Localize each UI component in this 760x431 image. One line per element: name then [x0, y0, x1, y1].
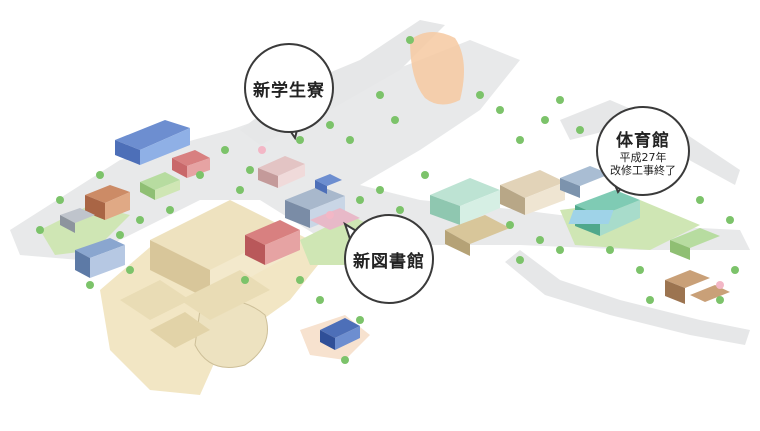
main-road: [10, 40, 750, 260]
building-red-left: [172, 150, 210, 178]
building-beige-right: [500, 170, 565, 215]
building-green-left: [140, 172, 180, 200]
cherry-trees: [258, 146, 724, 289]
building-arched-right: [445, 215, 510, 256]
building-teal-right: [430, 178, 500, 225]
gym-callout-note-line2: 改修工事終了: [610, 163, 676, 177]
building-brown-far-right: [665, 270, 730, 304]
building-red-center: [245, 220, 300, 265]
trees: [36, 36, 739, 364]
gym-callout-label: 体育館: [616, 130, 670, 151]
sandy-area: [410, 31, 464, 105]
lower-right-road: [505, 250, 750, 345]
library-callout[interactable]: 新図書館: [344, 214, 434, 304]
building-gray-left: [60, 208, 95, 233]
dormitory-callout[interactable]: 新学生寮: [244, 43, 334, 133]
building-green-far-right: [670, 228, 720, 260]
building-library: [285, 186, 360, 230]
dormitory-callout-label: 新学生寮: [253, 80, 325, 101]
building-blue-office: [115, 120, 190, 165]
building-dormitory: [258, 156, 305, 188]
building-brick-left: [85, 185, 130, 220]
building-blue-gray-right: [560, 166, 610, 198]
building-blue-small: [315, 174, 342, 194]
building-blue-lower: [320, 318, 360, 350]
gym-callout[interactable]: 体育館 平成27年 改修工事終了: [596, 106, 690, 196]
building-pool: [568, 210, 614, 224]
building-blue-lower-left: [75, 238, 125, 278]
gym-callout-note-line1: 平成27年: [619, 150, 667, 164]
library-callout-label: 新図書館: [353, 251, 425, 272]
